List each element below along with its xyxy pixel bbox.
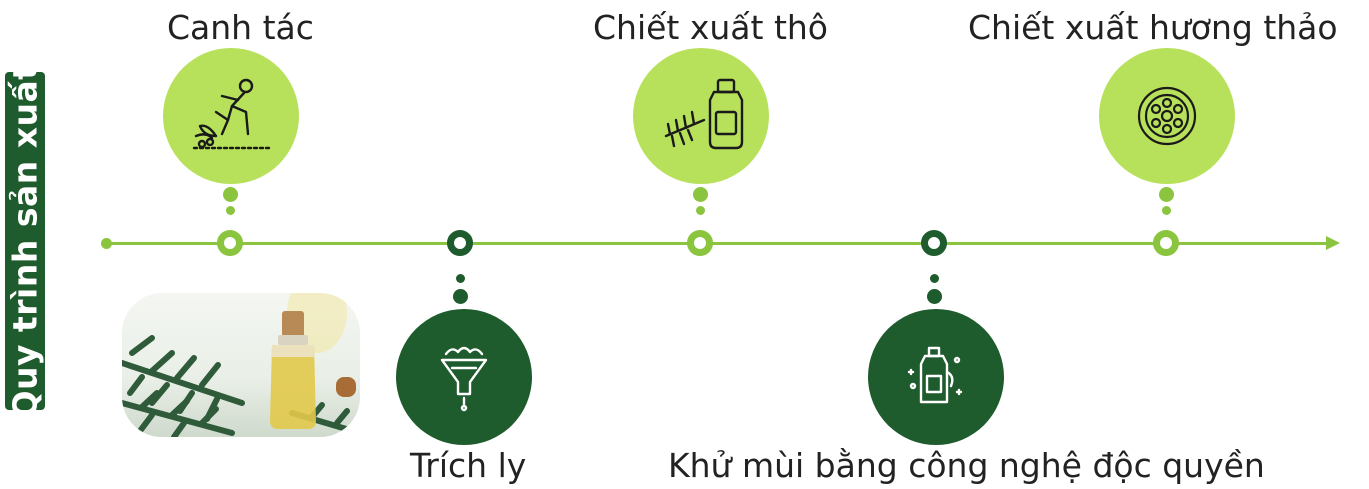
step-label-khu-mui: Khử mùi bằng công nghệ độc quyền (668, 446, 1265, 485)
step-circle-trich-ly (396, 309, 532, 445)
connector-dot-chiet-xuat-huong-thao-2 (1162, 206, 1171, 215)
process-title: Quy trình sản xuất (5, 63, 45, 419)
bottle-herb-icon (664, 78, 744, 150)
step-circle-chiet-xuat-tho (633, 48, 769, 184)
step-circle-chiet-xuat-huong-thao (1099, 48, 1235, 184)
step-label-chiet-xuat-huong-thao: Chiết xuất hương thảo (968, 8, 1338, 47)
step-label-trich-ly: Trích ly (410, 446, 527, 485)
connector-dot-chiet-xuat-tho-2 (696, 206, 705, 215)
rosemary-oil-photo (122, 293, 360, 437)
farmer-icon (192, 78, 272, 150)
connector-dot-khu-mui-2 (927, 289, 942, 304)
timeline-arrow-icon (1326, 236, 1340, 250)
timeline-node-chiet-xuat-huong-thao (1153, 230, 1179, 256)
timeline-node-khu-mui (921, 230, 947, 256)
connector-dot-trich-ly-1 (456, 274, 465, 283)
process-title-banner: Quy trình sản xuất (5, 63, 45, 419)
connector-dot-chiet-xuat-tho-1 (693, 187, 708, 202)
step-label-chiet-xuat-tho: Chiết xuất thô (593, 8, 828, 47)
connector-dot-chiet-xuat-huong-thao-1 (1159, 187, 1174, 202)
timeline-line (106, 242, 1328, 245)
step-label-canh-tac: Canh tác (167, 8, 314, 47)
cleaning-bottle-icon (907, 346, 963, 404)
step-circle-khu-mui (868, 309, 1004, 445)
timeline-node-chiet-xuat-tho (687, 230, 713, 256)
connector-dot-canh-tac-2 (226, 206, 235, 215)
connector-dot-khu-mui-1 (930, 274, 939, 283)
timeline-node-canh-tac (217, 230, 243, 256)
connector-dot-canh-tac-1 (223, 187, 238, 202)
funnel-icon (440, 346, 488, 412)
capsule-icon (1137, 86, 1197, 146)
timeline-node-trich-ly (447, 230, 473, 256)
connector-dot-trich-ly-2 (453, 289, 468, 304)
step-circle-canh-tac (163, 48, 299, 184)
